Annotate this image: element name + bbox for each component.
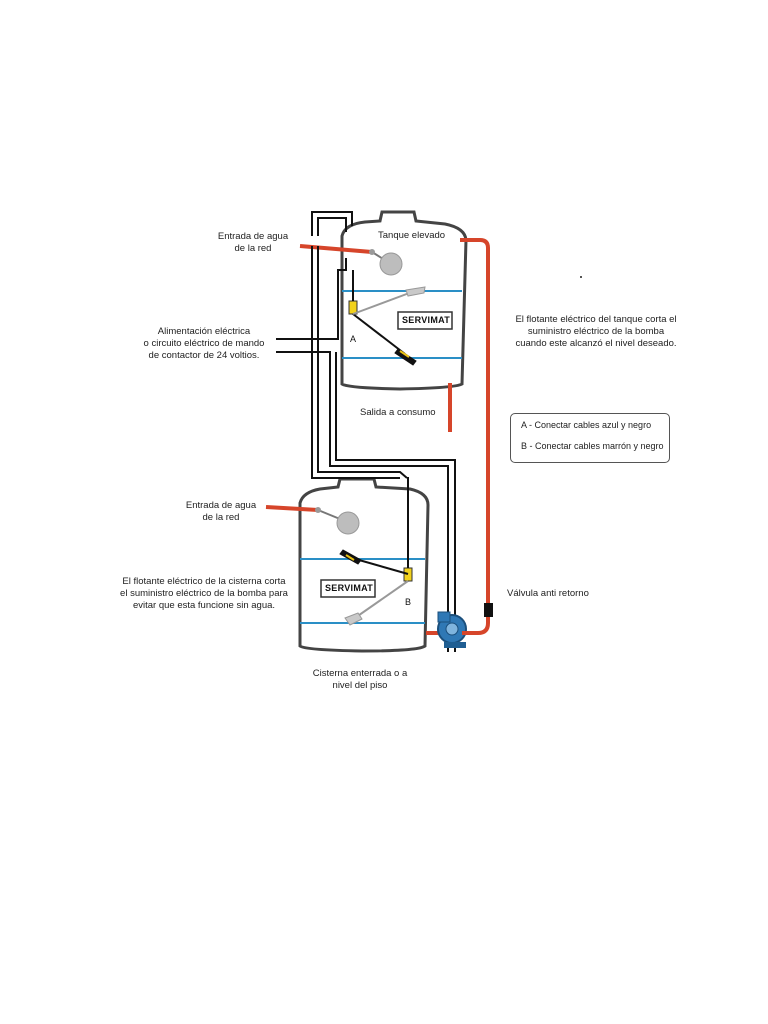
brand-label-upper: SERVIMAT xyxy=(402,315,451,325)
tank-electric-float xyxy=(348,270,426,366)
cistern-electric-float xyxy=(339,477,413,626)
connection-note-box: A - Conectar cables azul y negro B - Con… xyxy=(510,413,670,463)
electric-wiring xyxy=(276,211,456,652)
power-supply-label: Alimentación eléctrica o circuito eléctr… xyxy=(143,326,265,361)
discharge-pipe xyxy=(460,238,490,635)
brand-box-lower xyxy=(320,579,376,598)
cistern xyxy=(298,477,430,653)
check-valve-icon xyxy=(484,603,493,617)
cistern-float-note: El flotante eléctrico de la cisterna cor… xyxy=(120,576,288,611)
elevated-tank-label: Tanque elevado xyxy=(378,230,446,241)
pump-assembly xyxy=(426,238,493,648)
brand-box-upper xyxy=(397,311,453,330)
electric-float-switch-icon xyxy=(403,567,413,582)
consumption-outlet-label: Salida a consumo xyxy=(360,407,436,418)
connection-note-a: A - Conectar cables azul y negro xyxy=(521,420,652,430)
float-ball-icon xyxy=(336,511,360,535)
point-a-marker: A xyxy=(350,334,357,344)
water-inlet-upper-label: Entrada de agua de la red xyxy=(217,231,289,254)
float-ball-icon xyxy=(379,252,403,276)
tank-float-note: El flotante eléctrico del tanque corta e… xyxy=(515,314,677,349)
lower-water-inlet-pipe xyxy=(265,505,360,535)
cistern-label: Cisterna enterrada o a nivel del piso xyxy=(312,668,408,691)
check-valve-label: Válvula anti retorno xyxy=(507,588,589,599)
water-inlet-lower-label: Entrada de agua de la red xyxy=(185,500,257,523)
brand-label-lower: SERVIMAT xyxy=(325,583,374,593)
connection-note-b: B - Conectar cables marrón y negro xyxy=(521,441,664,451)
point-b-marker: B xyxy=(405,597,412,607)
